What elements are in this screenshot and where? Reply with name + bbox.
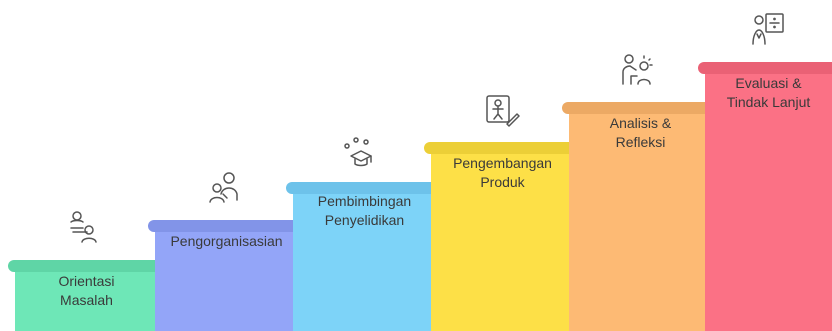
step-body <box>569 102 712 331</box>
step-label: Pembimbingan Penyelidikan <box>317 193 412 228</box>
graduation-cap-icon <box>339 132 379 172</box>
step-body <box>705 62 832 331</box>
drawing-board-icon <box>481 90 521 130</box>
step-label: Orientasi Masalah <box>58 273 115 308</box>
step-label: Pengembangan Produk <box>453 155 552 190</box>
step-label: Pengorganisasian <box>170 233 283 249</box>
step-analisis-refleksi: Analisis & Refleksi <box>562 54 712 331</box>
mentoring-icon <box>617 50 657 90</box>
step-ledge <box>562 102 712 114</box>
step-pembimbingan-penyelidikan: Pembimbingan Penyelidikan <box>286 137 436 331</box>
step-label: Analisis & Refleksi <box>609 115 672 150</box>
step-ledge <box>698 62 832 74</box>
teacher-board-icon <box>748 10 788 50</box>
step-ledge <box>148 220 298 232</box>
step-pengembangan-produk: Pengembangan Produk <box>424 95 574 331</box>
step-pengorganisasian: Pengorganisasian <box>148 172 298 331</box>
step-label: Evaluasi & Tindak Lanjut <box>726 75 811 110</box>
step-body <box>155 220 298 331</box>
step-body <box>293 182 436 331</box>
step-ledge <box>286 182 436 194</box>
step-orientasi-masalah: Orientasi Masalah <box>8 211 158 331</box>
teacher-student-icon <box>63 206 103 246</box>
step-ledge <box>424 142 574 154</box>
step-evaluasi-tindak-lanjut: Evaluasi & Tindak Lanjut <box>698 13 832 331</box>
group-people-icon <box>205 168 245 208</box>
step-body <box>431 142 574 331</box>
step-ledge <box>8 260 158 272</box>
